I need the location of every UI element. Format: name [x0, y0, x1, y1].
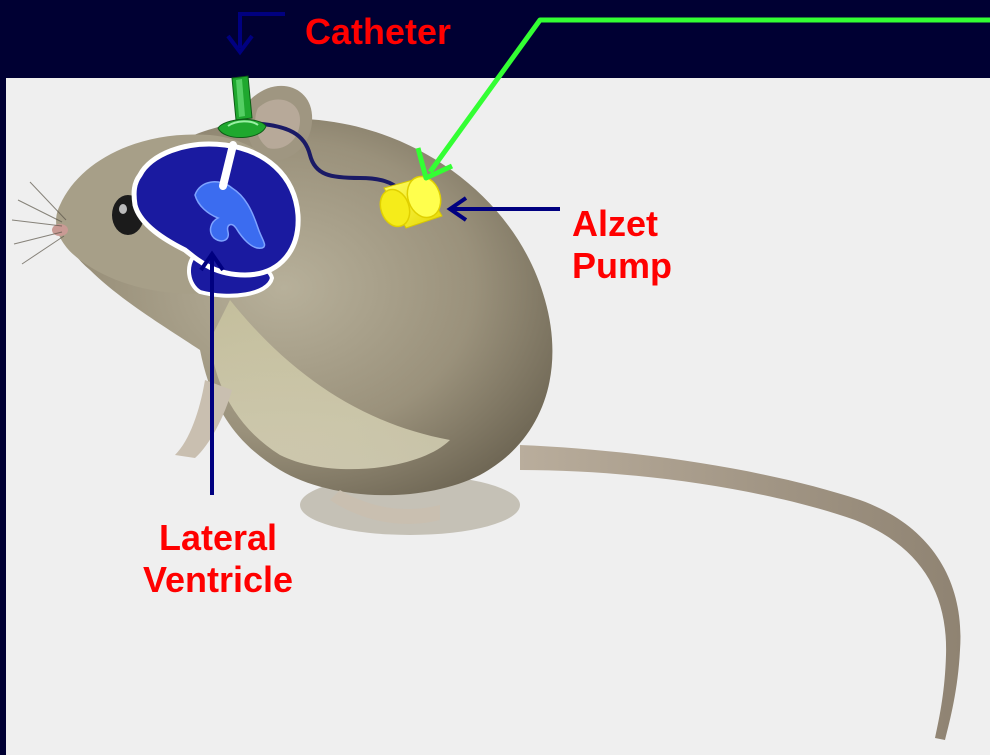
lateral-ventricle-label-line2: Ventricle: [118, 559, 318, 601]
catheter-path-arrow: [418, 20, 990, 178]
lateral-ventricle-label: Lateral Ventricle: [118, 517, 318, 601]
catheter-label: Catheter: [305, 10, 451, 54]
catheter-arrow: [228, 14, 285, 52]
alzet-pump-label-line2: Pump: [572, 245, 672, 287]
alzet-pump-label: Alzet Pump: [572, 203, 672, 287]
alzet-pump-label-line1: Alzet: [572, 203, 672, 245]
lateral-ventricle-label-line1: Lateral: [118, 517, 318, 559]
